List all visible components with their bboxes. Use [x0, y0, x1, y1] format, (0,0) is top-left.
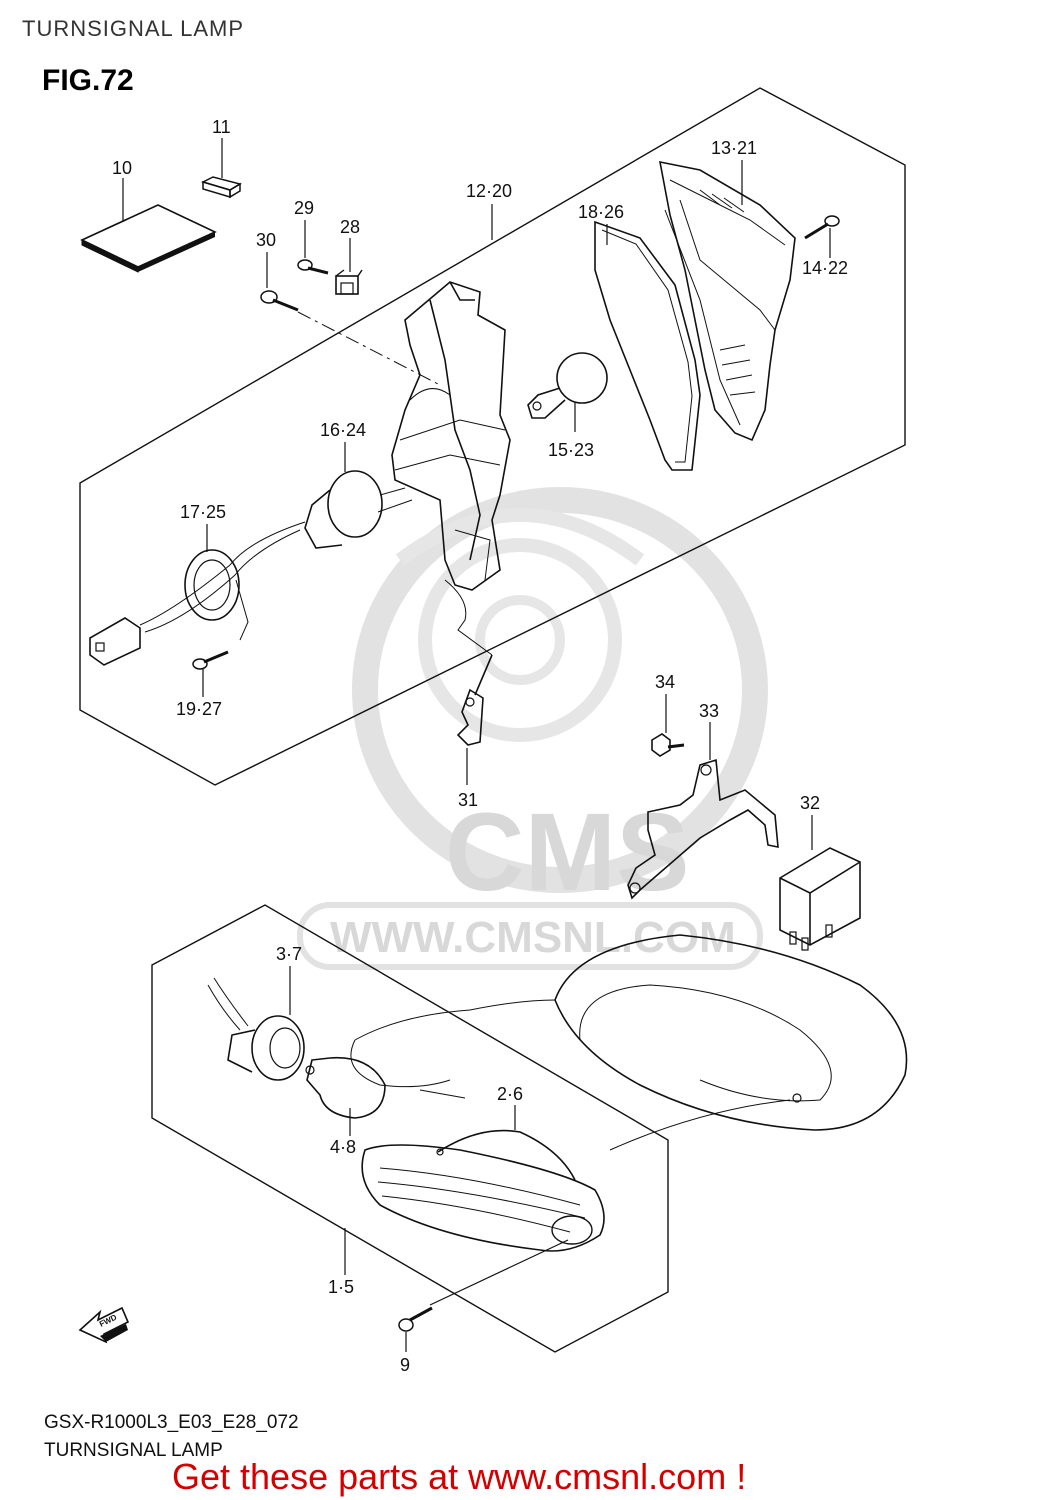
- part-18-26-gasket[interactable]: [594, 220, 701, 471]
- part-30-screw[interactable]: [260, 290, 299, 312]
- part-29-screw[interactable]: [297, 259, 329, 275]
- part-13-21-lens[interactable]: [658, 160, 796, 442]
- callout-1-5: 1·5: [328, 1277, 354, 1297]
- part-1-5-housing[interactable]: [361, 1144, 605, 1252]
- callout-4-8: 4·8: [330, 1137, 356, 1157]
- callout-2-6: 2·6: [497, 1084, 523, 1104]
- part-19-27-screw[interactable]: [192, 650, 229, 670]
- callout-14-22: 14·22: [802, 258, 848, 278]
- part-14-22-screw[interactable]: [804, 215, 840, 240]
- callout-13-21: 13·21: [711, 138, 757, 158]
- part-17-25-harness[interactable]: [89, 521, 306, 666]
- callout-31: 31: [458, 790, 478, 810]
- part-9-screw[interactable]: [398, 1306, 433, 1332]
- part-16-24-socket[interactable]: [304, 470, 413, 549]
- callout-15-23: 15·23: [548, 440, 594, 460]
- part-12-20-housing[interactable]: [391, 281, 511, 696]
- watermark: CMS WWW.CMSNL.COM: [297, 487, 768, 970]
- watermark-brand: CMS: [445, 791, 689, 914]
- section-title: TURNSIGNAL LAMP: [22, 16, 245, 41]
- watermark-url: WWW.CMSNL.COM: [330, 913, 736, 962]
- part-2-6-lens[interactable]: [436, 1129, 576, 1181]
- callout-17-25: 17·25: [180, 502, 226, 522]
- promo-link[interactable]: Get these parts at www.cmsnl.com !: [172, 1456, 747, 1497]
- fwd-arrow-icon: FWD: [78, 1306, 130, 1344]
- part-34-bolt[interactable]: [651, 733, 685, 757]
- callout-18-26: 18·26: [578, 202, 624, 222]
- part-33-bracket[interactable]: [627, 758, 779, 900]
- part-28-clip-nut[interactable]: [335, 269, 363, 295]
- upper-assembly-frame: [79, 87, 906, 786]
- figure-label: FIG.72: [42, 64, 134, 97]
- callout-10: 10: [112, 158, 132, 178]
- callout-33: 33: [699, 701, 719, 721]
- callout-30: 30: [256, 230, 276, 250]
- part-11-block[interactable]: [200, 176, 242, 199]
- callout-3-7: 3·7: [276, 944, 302, 964]
- diagram-code: GSX-R1000L3_E03_E28_072: [44, 1412, 299, 1433]
- callout-12-20: 12·20: [466, 181, 512, 201]
- part-4-8-bulb[interactable]: [305, 1056, 386, 1119]
- callout-9: 9: [400, 1355, 410, 1375]
- part-31-clip[interactable]: [456, 688, 484, 746]
- mirror-housing: [350, 934, 908, 1151]
- callout-32: 32: [800, 793, 820, 813]
- callout-29: 29: [294, 198, 314, 218]
- callout-19-27: 19·27: [176, 699, 222, 719]
- diagram-footer-title: TURNSIGNAL LAMP: [44, 1440, 223, 1461]
- part-15-23-bulb[interactable]: [527, 352, 608, 419]
- part-10-label-sheet[interactable]: [80, 204, 217, 273]
- callout-11: 11: [212, 117, 231, 137]
- part-32-relay[interactable]: [779, 847, 861, 951]
- part-3-7-socket[interactable]: [207, 977, 305, 1081]
- callout-16-24: 16·24: [320, 420, 366, 440]
- callout-28: 28: [340, 217, 360, 237]
- callout-34: 34: [655, 672, 675, 692]
- lower-assembly-frame: [151, 904, 669, 1353]
